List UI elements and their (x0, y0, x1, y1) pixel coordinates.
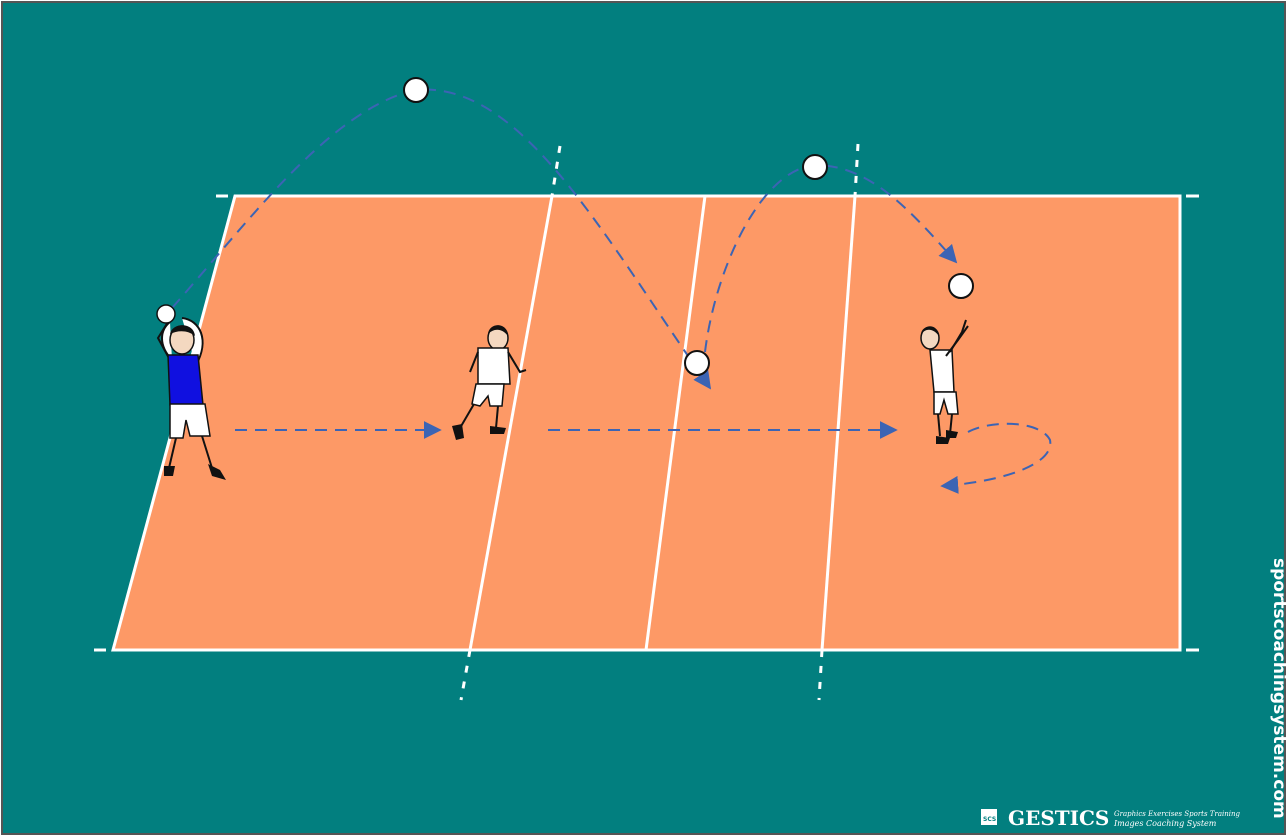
site-watermark: sportscoachingsystem.com (1269, 558, 1287, 819)
gestics-brand: GESTICS (1008, 806, 1109, 830)
court-surface (113, 196, 1180, 650)
volleyball-icon (685, 351, 709, 375)
volleyball-icon (949, 274, 973, 298)
gestics-tagline-1: Graphics Exercises Sports Training (1114, 810, 1240, 818)
gestics-tagline-2: Images Coaching System (1113, 819, 1217, 828)
volleyball-icon (803, 155, 827, 179)
volleyball-icon (404, 78, 428, 102)
volleyball-icon (157, 305, 175, 323)
gestics-logo-mark: SCS (983, 816, 996, 823)
